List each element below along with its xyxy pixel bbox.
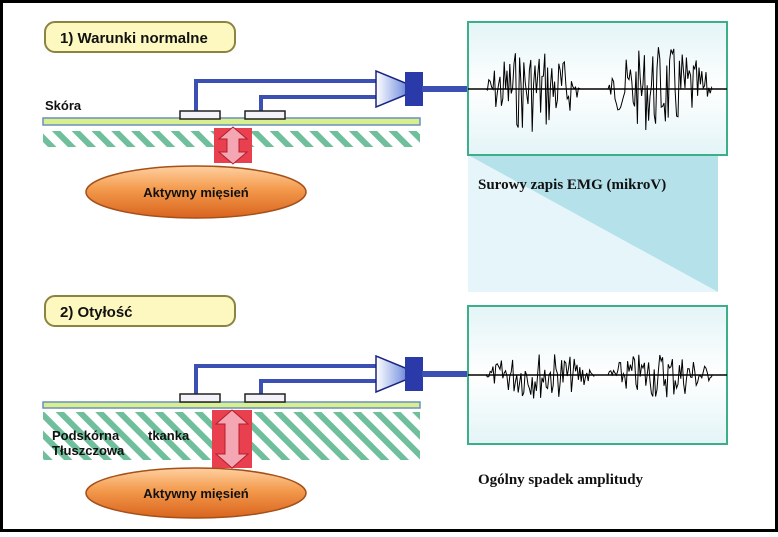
emg-signal-obesity bbox=[485, 354, 713, 399]
fat-label-word2: tkanka bbox=[148, 428, 190, 443]
panel-obesity: 2) Otyłość Podskórna tkanka Tłuszczowa A… bbox=[42, 295, 728, 519]
distance-double-arrow-obesity bbox=[214, 409, 250, 469]
amplifier-icon-obesity bbox=[375, 354, 422, 394]
electrode-1-obesity bbox=[179, 393, 221, 403]
muscle-label-obesity: Aktywny mięsień bbox=[143, 486, 249, 501]
emg-burst bbox=[485, 354, 595, 399]
amplifier-icon bbox=[375, 69, 422, 109]
emg-burst bbox=[607, 47, 713, 131]
electrode-wire-2 bbox=[259, 95, 378, 112]
active-muscle bbox=[85, 165, 307, 219]
electrode-wire-1-obesity bbox=[194, 364, 378, 396]
muscle-label: Aktywny mięsień bbox=[143, 185, 249, 200]
active-muscle-obesity bbox=[85, 467, 307, 519]
skin-layer bbox=[42, 117, 421, 126]
distance-double-arrow bbox=[217, 126, 249, 165]
electrode-2-obesity bbox=[244, 393, 286, 403]
panel-obesity-label-box bbox=[44, 295, 236, 327]
panel-obesity-label: 2) Otyłość bbox=[60, 304, 133, 321]
panel-normal-label-box bbox=[44, 21, 236, 53]
caption-raw-emg: Surowy zapis EMG (mikroV) bbox=[478, 177, 666, 193]
electrode-2 bbox=[244, 110, 286, 120]
electrode-1 bbox=[179, 110, 221, 120]
projection-wedge-lower bbox=[468, 155, 718, 292]
fat-label-line2: Tłuszczowa bbox=[52, 443, 125, 458]
emg-signal-normal bbox=[485, 47, 713, 132]
amplifier-output-block-obesity bbox=[405, 357, 423, 391]
electrode-wire-1 bbox=[194, 79, 378, 112]
emg-burst bbox=[607, 354, 713, 398]
skin-label: Skóra bbox=[45, 98, 82, 113]
amplifier-output-wire-obesity bbox=[422, 371, 468, 377]
amplifier-output-block bbox=[405, 72, 423, 106]
amplifier-output-wire bbox=[422, 86, 468, 92]
panel-normal: 1) Warunki normalne Skóra Aktywny mięsie… bbox=[42, 21, 728, 219]
caption-amplitude-drop: Ogólny spadek amplitudy bbox=[478, 472, 644, 488]
fat-label-line1: Podskórna bbox=[52, 428, 120, 443]
electrode-wire-2-obesity bbox=[259, 379, 378, 396]
emg-burst bbox=[485, 53, 581, 132]
skin-layer-obesity bbox=[42, 401, 421, 409]
panel-normal-label: 1) Warunki normalne bbox=[60, 30, 208, 47]
